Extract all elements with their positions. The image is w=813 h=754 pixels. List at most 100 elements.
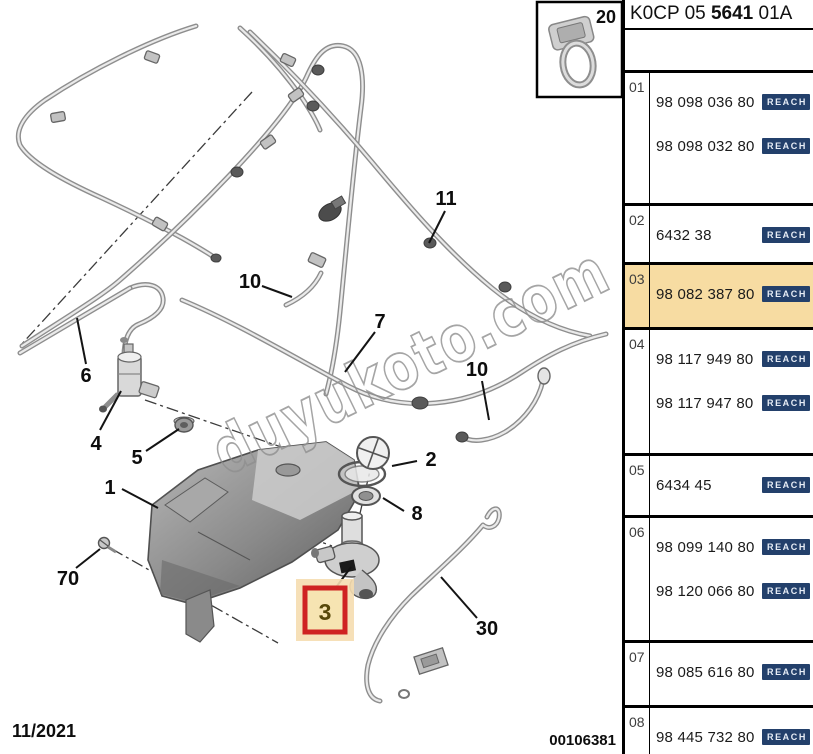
callout-30[interactable]: 30 [440, 576, 498, 640]
parts-row-01[interactable]: 01 98 098 036 80 REACH 98 098 032 80 REACH [625, 70, 813, 203]
part-number[interactable]: 98 445 732 80 [656, 728, 755, 746]
parts-row-index: 03 [625, 265, 650, 327]
part-entry[interactable]: 98 098 036 80 REACH [656, 93, 810, 111]
callout-1[interactable]: 1 [104, 477, 159, 509]
svg-text:10: 10 [239, 271, 261, 293]
reach-badge[interactable]: REACH [761, 583, 810, 599]
callout-10-lower[interactable]: 10 [466, 359, 490, 421]
part-entry[interactable]: 98 117 947 80 REACH [656, 394, 810, 412]
reach-badge[interactable]: REACH [761, 227, 810, 243]
part-number[interactable]: 98 120 066 80 [656, 582, 755, 600]
callout-20-label: 20 [596, 7, 616, 27]
callout-3-label: 3 [319, 599, 332, 625]
parts-row-content: 98 085 616 80 REACH [650, 643, 813, 705]
part-number[interactable]: 98 117 949 80 [656, 350, 754, 368]
parts-row-02[interactable]: 02 6432 38 REACH [625, 203, 813, 262]
callout-20[interactable]: 20 [535, 0, 624, 99]
part-entry[interactable]: 98 085 616 80 REACH [656, 663, 810, 681]
callout-4[interactable]: 4 [90, 390, 122, 455]
svg-text:4: 4 [90, 433, 102, 455]
part-entry[interactable]: 6434 45 REACH [656, 476, 810, 494]
washer-system-diagram: duyukoto.com 20 11 10 7 [12, 0, 624, 749]
svg-text:11: 11 [435, 188, 456, 210]
mounting-screw [97, 536, 117, 554]
callout-11[interactable]: 11 [428, 188, 457, 244]
parts-row-index: 01 [625, 73, 650, 203]
svg-text:10: 10 [466, 359, 488, 381]
parts-row-04[interactable]: 04 98 117 949 80 REACH 98 117 947 80 REACH [625, 327, 813, 453]
part-entry[interactable]: 98 117 949 80 REACH [656, 350, 810, 368]
table-header-spacer [625, 30, 813, 70]
callout-8[interactable]: 8 [382, 497, 423, 525]
reach-badge[interactable]: REACH [761, 94, 810, 110]
reach-badge[interactable]: REACH [761, 138, 810, 154]
catalog-ref-prefix: K0CP 05 [630, 3, 711, 24]
part-number[interactable]: 6434 45 [656, 476, 712, 494]
part-entry[interactable]: 98 120 066 80 REACH [656, 582, 810, 600]
reach-badge[interactable]: REACH [761, 539, 810, 555]
washer-pump [99, 337, 160, 413]
parts-row-content: 6432 38 REACH [650, 206, 813, 262]
parts-row-index: 08 [625, 708, 650, 754]
reach-badge[interactable]: REACH [761, 351, 810, 367]
svg-text:7: 7 [374, 311, 385, 333]
reach-badge[interactable]: REACH [761, 477, 810, 493]
part-entry[interactable]: 98 082 387 80 REACH [656, 285, 810, 303]
parts-row-content: 98 099 140 80 REACH 98 120 066 80 REACH [650, 518, 813, 640]
part-entry[interactable]: 6432 38 REACH [656, 226, 810, 244]
hose-clips [49, 50, 551, 443]
parts-row-06[interactable]: 06 98 099 140 80 REACH 98 120 066 80 REACH [625, 515, 813, 640]
part-entry[interactable]: 98 099 140 80 REACH [656, 538, 810, 556]
callout-2[interactable]: 2 [391, 449, 437, 471]
parts-row-index: 05 [625, 456, 650, 515]
part-number[interactable]: 98 098 036 80 [656, 93, 755, 111]
parts-row-content: 98 445 732 80 REACH [650, 708, 813, 754]
filler-pipe [367, 509, 500, 701]
callout-5[interactable]: 5 [131, 428, 180, 469]
part-number[interactable]: 98 085 616 80 [656, 663, 755, 681]
catalog-reference: K0CP 05 5641 01A [625, 0, 813, 30]
part-entry[interactable]: 98 445 732 80 REACH [656, 728, 810, 746]
parts-row-05[interactable]: 05 6434 45 REACH [625, 453, 813, 515]
reach-badge[interactable]: REACH [761, 395, 810, 411]
svg-text:30: 30 [476, 618, 498, 640]
parts-row-content: 6434 45 REACH [650, 456, 813, 515]
callout-7[interactable]: 7 [344, 311, 386, 373]
part-number[interactable]: 98 082 387 80 [656, 285, 755, 303]
svg-text:5: 5 [131, 447, 142, 469]
reach-badge[interactable]: REACH [761, 286, 810, 302]
part-number[interactable]: 98 117 947 80 [656, 394, 754, 412]
svg-text:2: 2 [425, 449, 436, 471]
parts-row-index: 04 [625, 330, 650, 453]
clamp-ring-drawing [548, 15, 597, 89]
callout-3-highlighted[interactable]: 3 [296, 566, 354, 641]
reach-badge[interactable]: REACH [761, 729, 810, 745]
parts-row-index: 02 [625, 206, 650, 262]
parts-row-03[interactable]: 03 98 082 387 80 REACH [625, 262, 813, 327]
parts-row-index: 06 [625, 518, 650, 640]
svg-text:8: 8 [411, 503, 422, 525]
svg-text:6: 6 [80, 365, 91, 387]
reach-badge[interactable]: REACH [761, 664, 810, 680]
filler-neck [311, 511, 380, 600]
part-entry[interactable]: 98 098 032 80 REACH [656, 137, 810, 155]
cap-seal [351, 486, 381, 506]
callout-70[interactable]: 70 [57, 548, 101, 590]
parts-row-content: 98 098 036 80 REACH 98 098 032 80 REACH [650, 73, 813, 203]
callout-6[interactable]: 6 [76, 317, 92, 387]
parts-row-08[interactable]: 08 98 445 732 80 REACH [625, 705, 813, 754]
part-number[interactable]: 98 099 140 80 [656, 538, 755, 556]
part-number[interactable]: 6432 38 [656, 226, 712, 244]
callout-10-upper[interactable]: 10 [239, 271, 293, 298]
parts-row-content: 98 082 387 80 REACH [650, 265, 813, 327]
reservoir-cap [337, 436, 390, 488]
svg-text:70: 70 [57, 568, 79, 590]
part-number[interactable]: 98 098 032 80 [656, 137, 755, 155]
catalog-ref-page: 5641 [710, 3, 754, 24]
document-number: 00106381 [549, 732, 616, 749]
revision-date: 11/2021 [12, 721, 76, 741]
